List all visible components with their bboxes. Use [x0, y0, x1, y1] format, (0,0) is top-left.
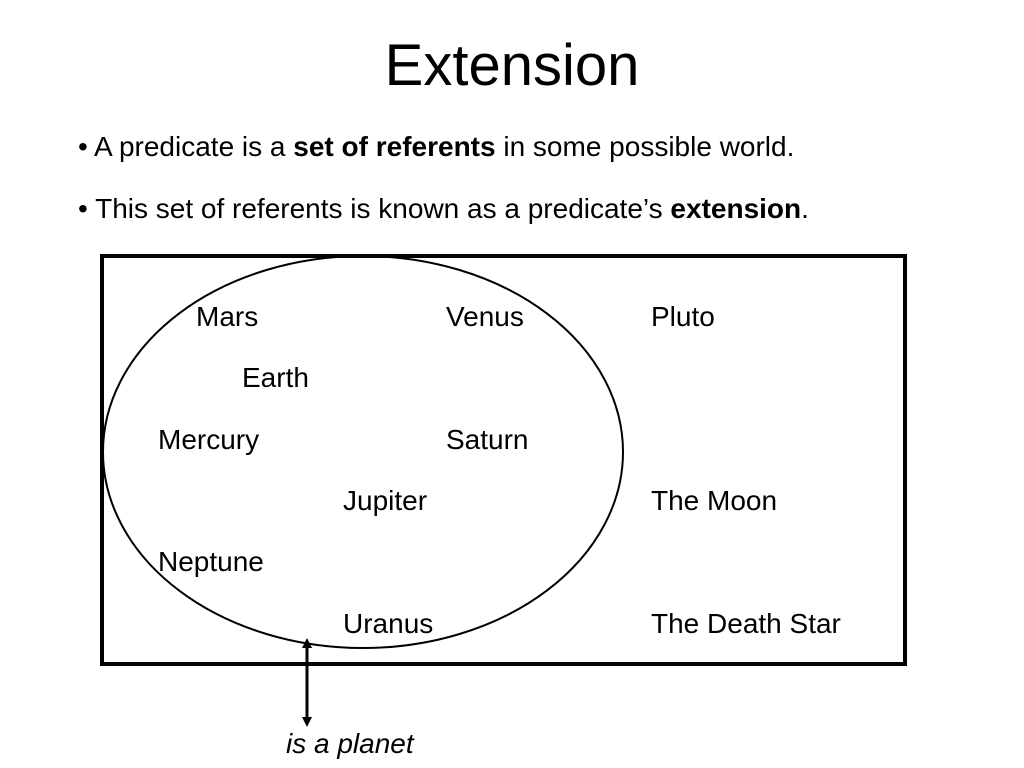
- bullet-2-text: This set of referents is known as a pred…: [95, 193, 663, 224]
- referent-the-death-star: The Death Star: [651, 608, 841, 639]
- bullet-1-tail: in some possible world.: [503, 131, 795, 162]
- bullet-2-emphasis: extension: [670, 193, 802, 224]
- slide-title: Extension: [384, 33, 640, 98]
- referent-uranus: Uranus: [343, 608, 434, 639]
- bullet-1-emphasis: set of referents: [293, 131, 496, 162]
- bullet-marker: •: [78, 193, 88, 224]
- bullet-marker: •: [78, 131, 88, 162]
- referent-saturn: Saturn: [446, 424, 529, 455]
- referent-neptune: Neptune: [158, 546, 264, 577]
- bullet-2-tail: .: [801, 193, 809, 224]
- referent-the-moon: The Moon: [651, 485, 778, 516]
- referent-mars: Mars: [196, 301, 259, 332]
- referent-jupiter: Jupiter: [343, 485, 428, 516]
- referent-mercury: Mercury: [158, 424, 260, 455]
- universe-box: [100, 254, 907, 666]
- bullet-1: • A predicate is a set of referents in s…: [78, 129, 794, 165]
- planet-set-ellipse: [102, 255, 624, 649]
- referent-venus: Venus: [446, 301, 524, 332]
- referent-pluto: Pluto: [651, 301, 715, 332]
- bullet-2: • This set of referents is known as a pr…: [78, 191, 809, 227]
- referent-earth: Earth: [242, 362, 309, 393]
- bullet-1-text: A predicate is a: [94, 131, 286, 162]
- set-label: is a planet: [286, 728, 414, 759]
